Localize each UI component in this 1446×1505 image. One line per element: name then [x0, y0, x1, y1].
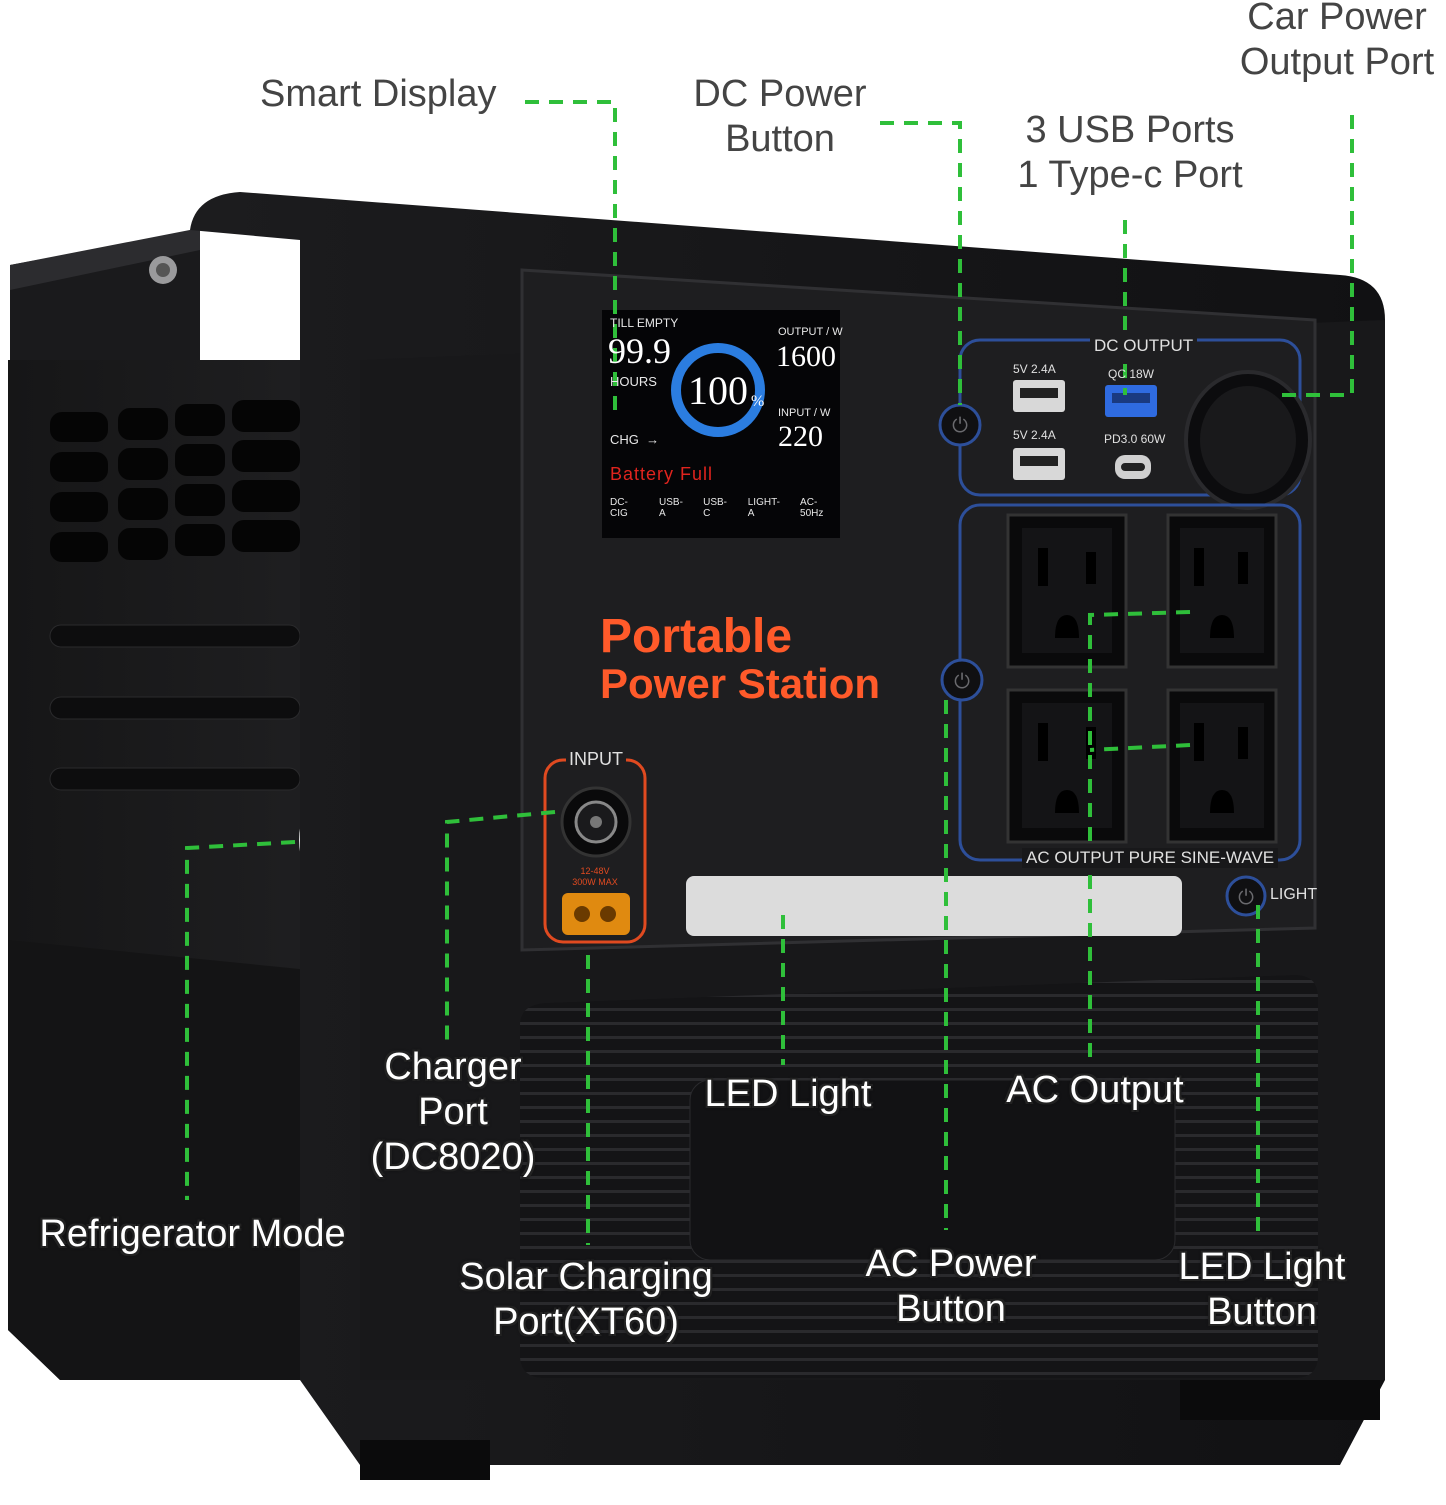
- callout-ac-output: AC Output: [1006, 1069, 1184, 1111]
- callout-line: AC Power: [865, 1243, 1037, 1285]
- svg-text:⏻: ⏻: [1238, 885, 1254, 909]
- dc-output-panel: ⏻: [938, 338, 1312, 510]
- ac-outlet[interactable]: [1166, 688, 1278, 844]
- lcd-hours-label: HOURS: [610, 374, 657, 389]
- callout-line: Charger: [384, 1046, 522, 1088]
- callout-line: Car Power: [1247, 0, 1427, 38]
- lcd-battery-percent: 100: [688, 368, 748, 413]
- callout-line: (DC8020): [370, 1135, 536, 1178]
- callout-led-light: LED Light: [704, 1073, 872, 1115]
- callout-line: Port(XT60): [493, 1300, 679, 1343]
- svg-text:⏻: ⏻: [952, 413, 968, 437]
- ac-output-label: AC OUTPUT PURE SINE-WAVE: [1022, 848, 1279, 868]
- usb-a-spec-bottom: 5V 2.4A: [1013, 428, 1056, 442]
- lcd-indicator: AC-50Hz: [800, 497, 824, 519]
- callout-line: 3 USB Ports: [1025, 109, 1235, 151]
- vent-grille: [50, 400, 300, 562]
- ac-outlet[interactable]: [1006, 513, 1128, 669]
- callout-led-light-button: LED Light Button: [1162, 1245, 1362, 1335]
- callout-line: Button: [725, 117, 835, 160]
- brand-line-1: Portable: [600, 610, 793, 663]
- arrow-right-icon: →: [646, 432, 660, 447]
- callout-car-power-port: Car Power Output Port: [1228, 0, 1446, 85]
- input-spec: 12-48V 300W MAX: [560, 866, 630, 888]
- callout-charger-port: Charger Port (DC8020): [355, 1045, 551, 1179]
- smart-display-screen: [602, 310, 840, 538]
- lcd-status-text: Battery Full: [610, 464, 714, 484]
- callout-dc-power-button: DC Power Button: [682, 72, 878, 162]
- callout-refrigerator-mode: Refrigerator Mode: [39, 1213, 346, 1255]
- lcd-input-value: 220: [778, 420, 823, 453]
- callout-line: LED Light: [1178, 1246, 1346, 1288]
- led-light-button[interactable]: [1225, 875, 1267, 917]
- lcd-output-label: OUTPUT / W: [778, 326, 843, 338]
- input-label: INPUT: [566, 749, 626, 770]
- lcd-till-value: 99.9: [608, 331, 671, 371]
- callout-line: 1 Type-c Port: [1017, 153, 1243, 196]
- xt60-solar-port[interactable]: [562, 893, 630, 935]
- callout-line: DC Power: [693, 73, 867, 115]
- callout-line: Button: [896, 1287, 1006, 1330]
- callout-line: Port: [418, 1090, 488, 1133]
- callout-solar-port: Solar Charging Port(XT60): [440, 1255, 732, 1345]
- brand-line-2: Power Station: [600, 660, 881, 708]
- brand-title: Portable Power Station: [600, 610, 881, 708]
- input-spec-line: 300W MAX: [572, 876, 618, 887]
- side-panel: [8, 228, 360, 1380]
- ac-power-button[interactable]: [940, 658, 984, 702]
- lcd-indicator-row: DC-CIG USB-A USB-C LIGHT-A AC-50Hz: [610, 497, 840, 519]
- callout-usb-ports: 3 USB Ports 1 Type-c Port: [998, 108, 1262, 198]
- input-spec-line: 12-48V: [580, 866, 610, 876]
- qc-spec: QC 18W: [1108, 367, 1155, 381]
- lcd-indicator: USB-C: [703, 497, 728, 519]
- callout-ac-power-button: AC Power Button: [850, 1242, 1052, 1332]
- svg-text:⏻: ⏻: [954, 669, 970, 693]
- callout-line: Button: [1207, 1290, 1317, 1333]
- pd-spec: PD3.0 60W: [1104, 432, 1166, 446]
- lcd-till-empty-label: TILL EMPTY: [610, 316, 679, 330]
- callout-line: Output Port: [1239, 40, 1435, 83]
- led-light-bar: [686, 876, 1182, 936]
- callout-line: Solar Charging: [459, 1256, 713, 1298]
- lcd-input-label: INPUT / W: [778, 407, 831, 419]
- lower-ribbed-panel: [520, 975, 1318, 1378]
- callout-lines: [185, 100, 1354, 1245]
- battery-ring-icon: [671, 343, 765, 437]
- ac-outlet[interactable]: [1166, 513, 1278, 669]
- callout-smart-display: Smart Display: [260, 73, 497, 115]
- lcd-percent-sign: %: [751, 393, 765, 410]
- lcd-output-value: 1600: [776, 340, 836, 373]
- lcd-indicator: USB-A: [659, 497, 683, 519]
- lcd-indicator: DC-CIG: [610, 497, 628, 519]
- ac-output-panel: ⏻: [940, 503, 1302, 862]
- dc-output-label: DC OUTPUT: [1090, 336, 1198, 356]
- lcd-chg-label: CHG →: [610, 432, 660, 447]
- ac-outlet[interactable]: [1006, 688, 1128, 844]
- usb-a-spec-top: 5V 2.4A: [1013, 362, 1056, 376]
- light-label: LIGHT: [1270, 886, 1318, 903]
- lcd-indicator: LIGHT-A: [747, 497, 780, 519]
- input-ports: [543, 758, 647, 944]
